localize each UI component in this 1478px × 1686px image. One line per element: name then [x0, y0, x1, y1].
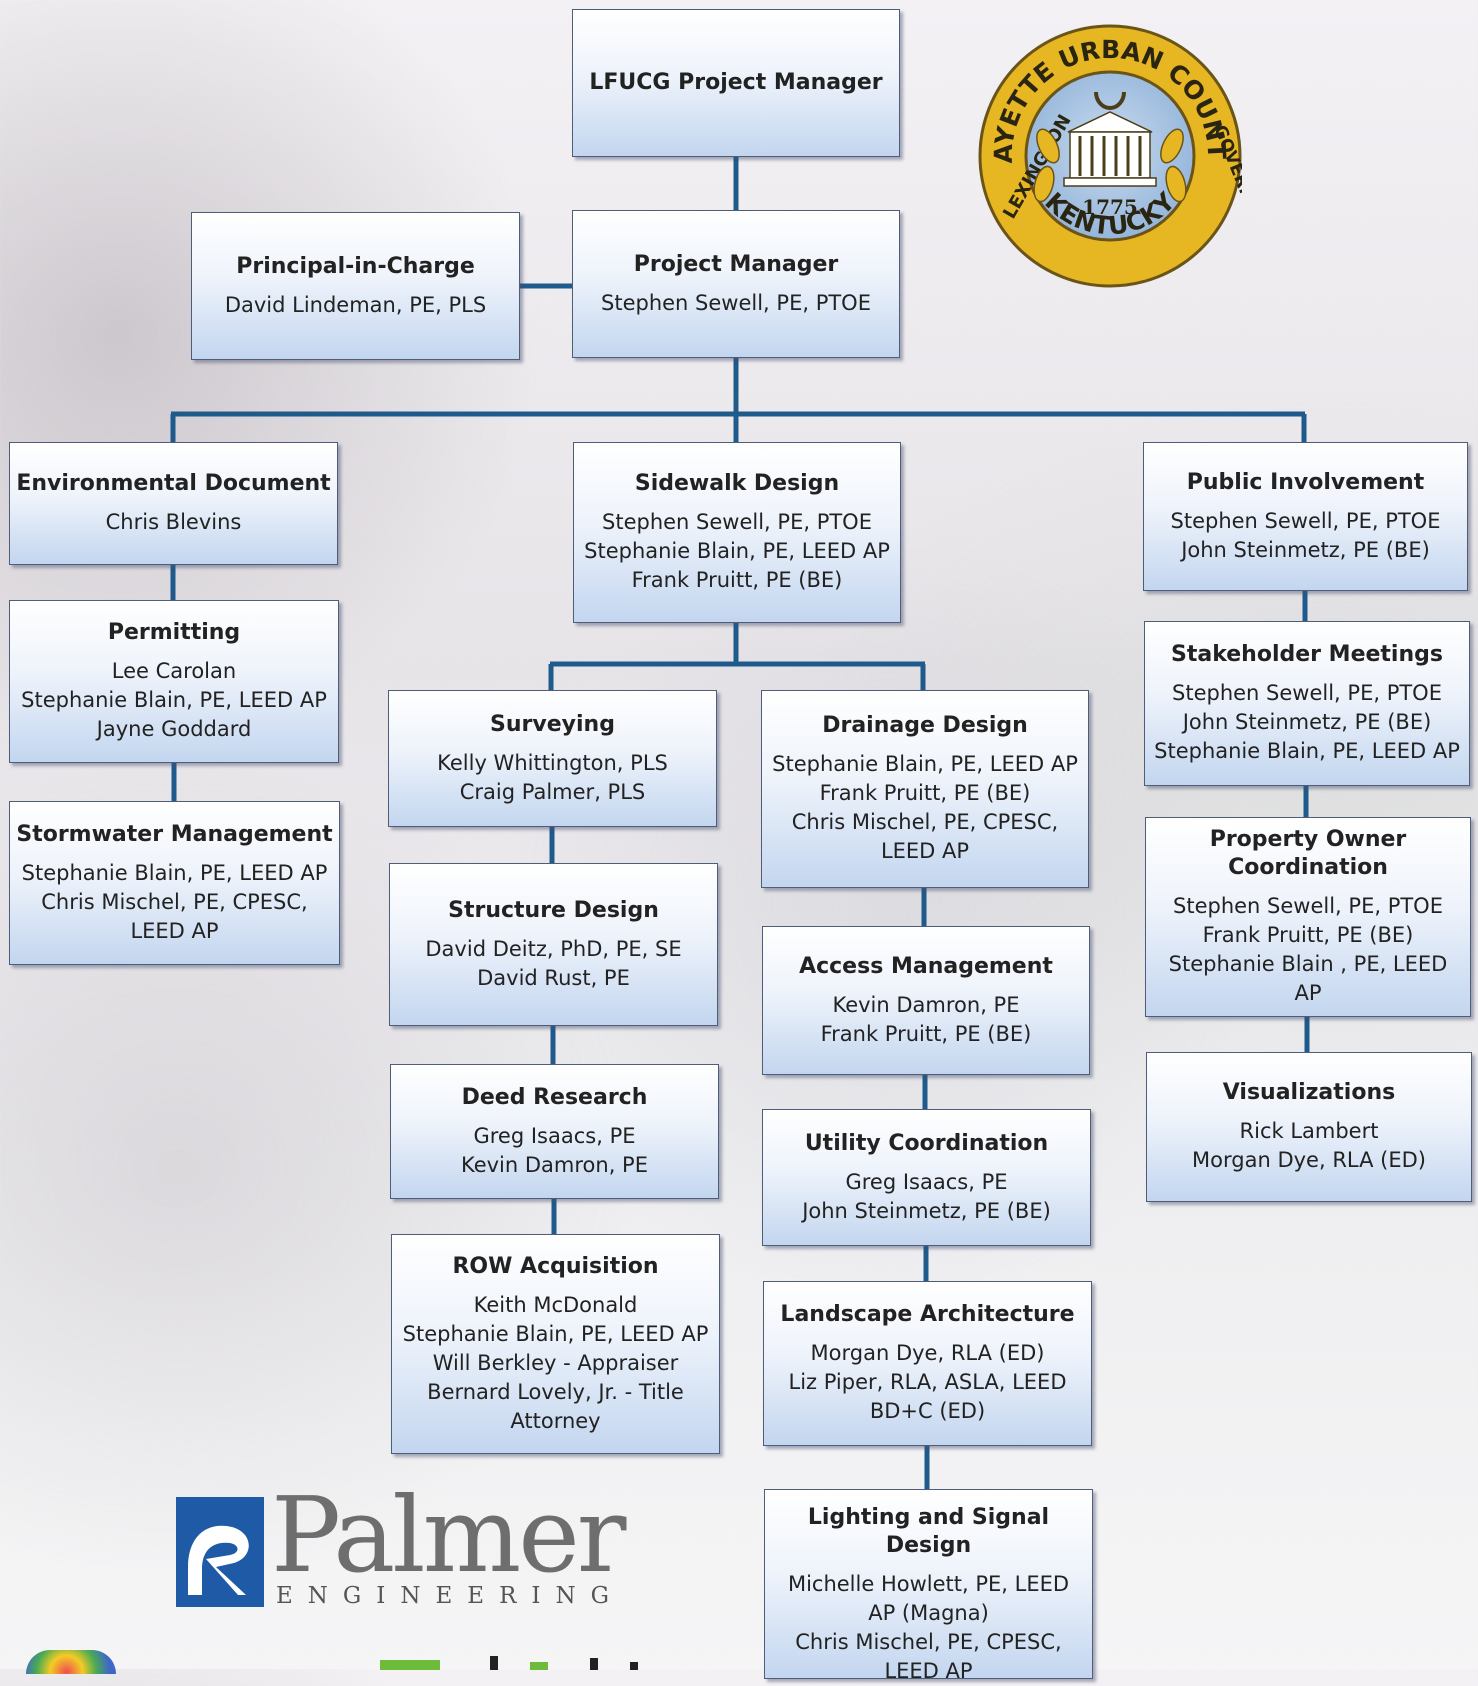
box-person: Kevin Damron, PE — [460, 1152, 648, 1177]
palmer-logo-name: Palmer — [271, 1474, 626, 1596]
box-title: Stakeholder Meetings — [1171, 642, 1443, 667]
banks-globe-icon — [26, 1650, 116, 1674]
box-title: LFUCG Project Manager — [589, 70, 883, 95]
property-owner-coordination-box: Property Owner Coordination Stephen Sewe… — [1145, 817, 1471, 1017]
box-person: David Deitz, PhD, PE, SE — [425, 936, 682, 961]
lighting-signal-design-box: Lighting and Signal Design Michelle Howl… — [764, 1489, 1093, 1683]
palmer-logo-sub: ENGINEERING — [276, 1583, 624, 1609]
box-title-line: Coordination — [1228, 855, 1388, 880]
box-person: Frank Pruitt, PE (BE) — [631, 568, 843, 592]
box-person: Will Berkley - Appraiser — [432, 1350, 679, 1375]
utility-coordination-box: Utility Coordination Greg Isaacs, PE Joh… — [762, 1109, 1091, 1246]
box-title: Structure Design — [448, 897, 659, 923]
box-person: Greg Isaacs, PE — [473, 1123, 636, 1148]
palmer-mark-icon — [176, 1497, 264, 1607]
box-person: Stephanie Blain, PE, LEED AP — [1154, 739, 1460, 763]
principal-in-charge-box: Principal-in-Charge David Lindeman, PE, … — [191, 212, 520, 360]
box-person: Stephen Sewell, PE, PTOE — [1173, 894, 1443, 918]
box-person: Frank Pruitt, PE (BE) — [819, 781, 1031, 805]
box-person: Stephanie Blain, PE, LEED AP — [21, 860, 328, 885]
landscape-architecture-box: Landscape Architecture Morgan Dye, RLA (… — [763, 1281, 1092, 1446]
box-title: Surveying — [490, 711, 615, 737]
box-person: LEED AP — [880, 839, 970, 863]
sidewalk-design-box: Sidewalk Design Stephen Sewell, PE, PTOE… — [573, 442, 901, 623]
box-person: Morgan Dye, RLA (ED) — [1192, 1148, 1426, 1172]
box-person: Jayne Goddard — [96, 717, 252, 741]
box-title: Drainage Design — [822, 713, 1028, 738]
box-person: Lee Carolan — [111, 659, 237, 683]
access-management-box: Access Management Kevin Damron, PE Frank… — [762, 926, 1090, 1075]
public-involvement-box: Public Involvement Stephen Sewell, PE, P… — [1143, 442, 1468, 591]
box-person: Stephanie Blain , PE, LEED AP — [1168, 952, 1448, 1005]
structure-design-box: Structure Design David Deitz, PhD, PE, S… — [389, 863, 718, 1026]
box-title: Landscape Architecture — [780, 1302, 1075, 1327]
box-person: Stephen Sewell, PE, PTOE — [602, 510, 872, 534]
box-person: Frank Pruitt, PE (BE) — [820, 1021, 1032, 1046]
box-person: Chris Mischel, PE, CPESC, — [795, 1630, 1062, 1654]
box-person: Frank Pruitt, PE (BE) — [1202, 923, 1414, 947]
box-title: Deed Research — [461, 1084, 648, 1110]
deed-research-box: Deed Research Greg Isaacs, PE Kevin Damr… — [390, 1064, 719, 1199]
box-person: Stephanie Blain, PE, LEED AP — [402, 1321, 709, 1346]
box-title: Public Involvement — [1186, 469, 1425, 495]
surveying-box: Surveying Kelly Whittington, PLS Craig P… — [388, 690, 717, 827]
row-acquisition-box: ROW Acquisition Keith McDonald Stephanie… — [391, 1234, 720, 1454]
box-person: John Steinmetz, PE (BE) — [802, 1198, 1051, 1223]
seal-year: 1775 — [1082, 195, 1138, 219]
box-title: Access Management — [799, 953, 1053, 979]
box-person: Chris Blevins — [105, 510, 242, 534]
box-title: Utility Coordination — [804, 1130, 1049, 1156]
box-person: Stephanie Blain, PE, LEED AP — [584, 539, 890, 563]
box-person: John Steinmetz, PE (BE) — [1181, 537, 1430, 562]
stormwater-management-box: Stormwater Management Stephanie Blain, P… — [9, 801, 340, 965]
box-person: Greg Isaacs, PE — [845, 1169, 1008, 1194]
stakeholder-meetings-box: Stakeholder Meetings Stephen Sewell, PE,… — [1144, 621, 1470, 786]
box-person: Bernard Lovely, Jr. - Title — [427, 1379, 684, 1404]
box-person: AP (Magna) — [868, 1601, 989, 1625]
box-title: Visualizations — [1222, 1080, 1396, 1105]
lfucg-project-manager-box: LFUCG Project Manager — [572, 9, 900, 157]
box-person: Craig Palmer, PLS — [459, 779, 646, 804]
box-title: Stormwater Management — [16, 821, 333, 847]
box-person: Attorney — [510, 1408, 601, 1433]
box-person: Stephen Sewell, PE, PTOE — [1172, 681, 1442, 705]
box-person: John Steinmetz, PE (BE) — [1182, 710, 1432, 734]
box-person: Kelly Whittington, PLS — [437, 750, 668, 775]
box-person: Stephen Sewell, PE, PTOE — [601, 290, 871, 315]
box-person: Stephanie Blain, PE, LEED AP — [21, 688, 327, 712]
visualizations-box: Visualizations Rick Lambert Morgan Dye, … — [1146, 1052, 1472, 1202]
box-person: Keith McDonald — [473, 1292, 638, 1317]
box-title: Lighting and Signal Design — [807, 1505, 1050, 1558]
partner-logo-icon — [380, 1656, 638, 1670]
box-person: Liz Piper, RLA, ASLA, LEED — [788, 1370, 1067, 1394]
box-person: Stephanie Blain, PE, LEED AP — [772, 752, 1078, 776]
box-person: BD+C (ED) — [869, 1399, 986, 1423]
box-person: Michelle Howlett, PE, LEED — [787, 1572, 1070, 1596]
county-seal-logo: FAYETTE URBAN COUNTY KENTUCKY LEXINGTON … — [978, 24, 1242, 288]
permitting-box: Permitting Lee Carolan Stephanie Blain, … — [9, 600, 339, 763]
box-title-line: Property Owner — [1209, 827, 1407, 852]
box-title: Sidewalk Design — [634, 471, 840, 496]
box-title: Environmental Document — [16, 471, 331, 496]
box-title: Principal-in-Charge — [236, 253, 475, 279]
box-person: Chris Mischel, PE, CPESC, — [791, 810, 1059, 834]
box-person: Rick Lambert — [1239, 1119, 1379, 1143]
palmer-engineering-logo: Palmer ENGINEERING — [176, 1483, 626, 1609]
drainage-design-box: Drainage Design Stephanie Blain, PE, LEE… — [761, 690, 1089, 888]
box-person: David Lindeman, PE, PLS — [224, 292, 487, 317]
box-person: LEED AP — [130, 918, 219, 943]
box-title: ROW Acquisition — [452, 1253, 659, 1279]
box-title: Project Manager — [633, 251, 839, 277]
box-person: Morgan Dye, RLA (ED) — [810, 1341, 1045, 1365]
box-person: David Rust, PE — [477, 965, 630, 990]
box-title: Property Owner Coordination — [1152, 826, 1464, 882]
box-person: Chris Mischel, PE, CPESC, — [41, 889, 308, 914]
box-title: Permitting — [107, 620, 241, 645]
box-person: LEED AP — [884, 1659, 973, 1683]
project-manager-box: Project Manager Stephen Sewell, PE, PTOE — [572, 210, 900, 358]
box-person: Stephen Sewell, PE, PTOE — [1170, 508, 1441, 533]
box-person: Kevin Damron, PE — [832, 992, 1020, 1017]
environmental-document-box: Environmental Document Chris Blevins — [9, 442, 338, 565]
